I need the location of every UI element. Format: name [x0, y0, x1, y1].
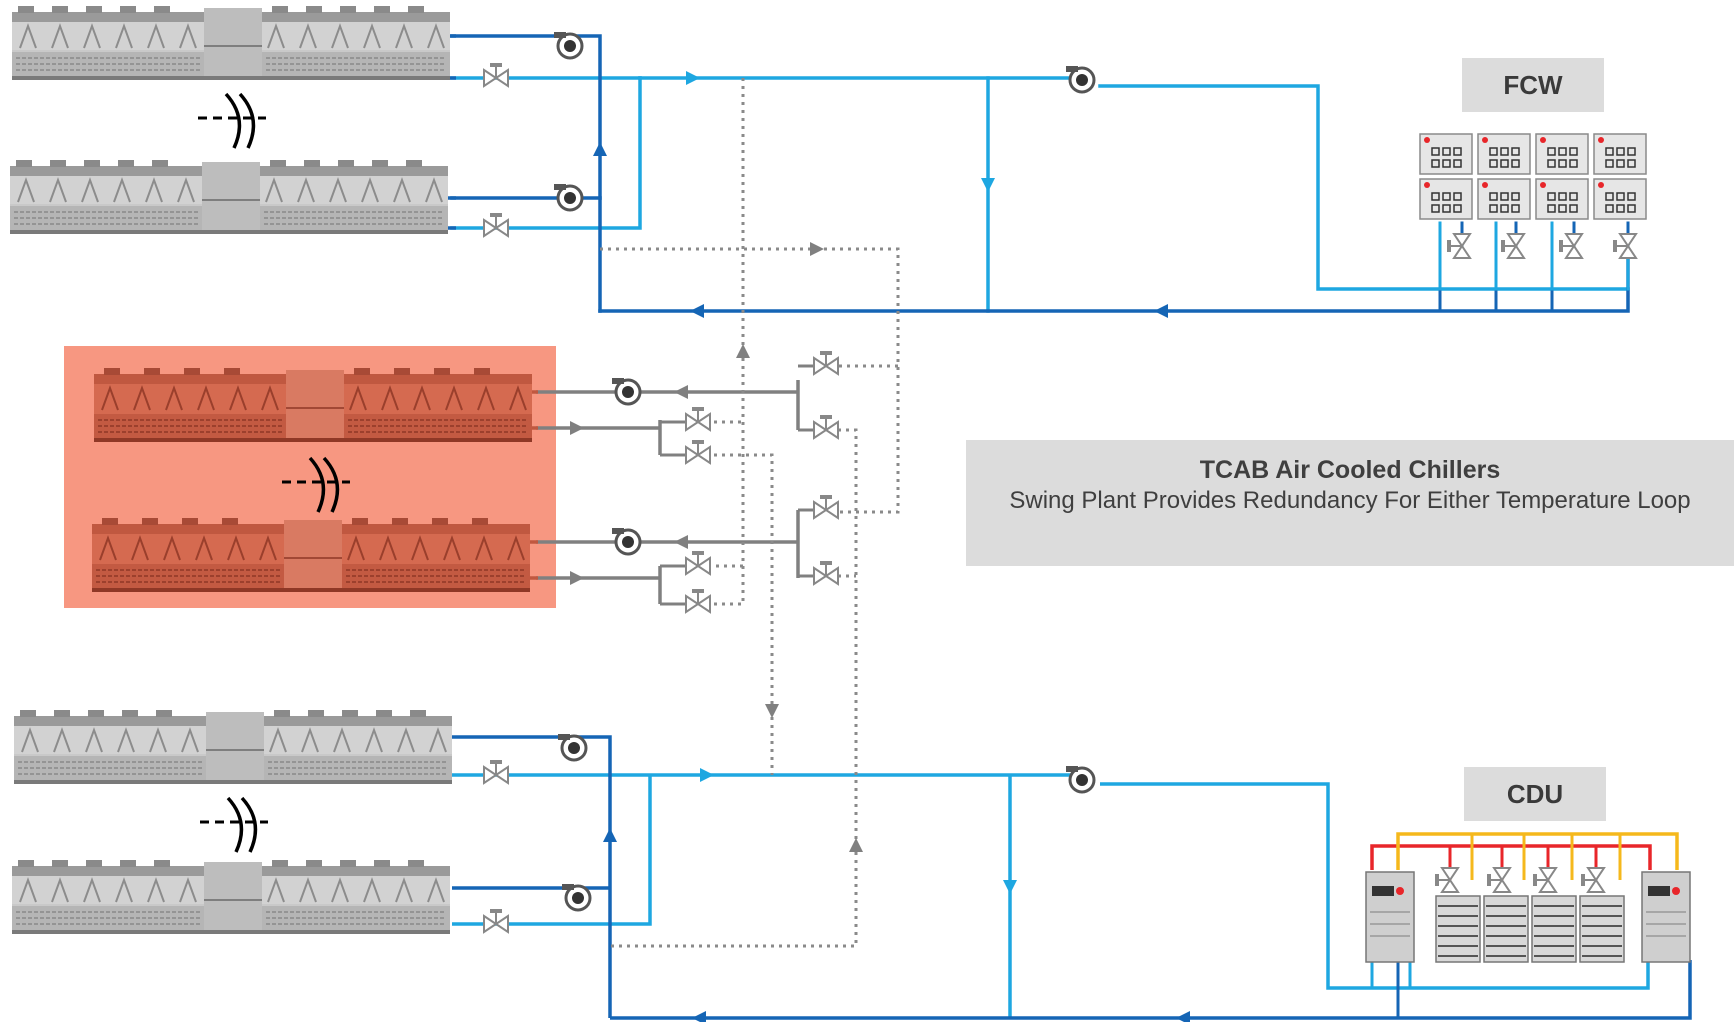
cdu-rack-icon	[1579, 895, 1625, 963]
valve-icon	[483, 62, 509, 87]
fcw-loop-piping	[450, 34, 1630, 313]
valve-icon	[1446, 233, 1471, 259]
valve-icon	[1500, 233, 1525, 259]
valve-icon	[1532, 867, 1557, 893]
flow-arrow	[765, 704, 779, 718]
flow-arrow	[603, 828, 617, 842]
pump-icon	[552, 30, 584, 60]
info-subtitle: Swing Plant Provides Redundancy For Eith…	[1009, 487, 1691, 514]
cdu-label: CDU	[1464, 767, 1606, 821]
valve-icon	[483, 908, 509, 933]
valve-icon	[1434, 867, 1459, 893]
valve-icon	[813, 350, 839, 375]
chiller-fcw-1	[11, 5, 451, 81]
valve-icon	[1580, 867, 1605, 893]
chiller-swing-2	[91, 517, 531, 593]
cdu-rack-icon	[1531, 895, 1577, 963]
valve-icon	[685, 406, 711, 431]
pump-icon	[560, 882, 592, 912]
flow-arrow	[700, 768, 714, 782]
cdu-rack-icon	[1435, 895, 1481, 963]
flow-arrow	[674, 535, 688, 549]
flow-arrow	[686, 71, 700, 85]
pump-icon	[1064, 764, 1096, 794]
valve-icon	[685, 439, 711, 464]
flow-arrow	[1154, 304, 1168, 318]
valve-icon	[1558, 233, 1583, 259]
cdu-cabinet-icon	[1641, 871, 1691, 963]
flow-arrow	[1003, 880, 1017, 894]
cdu-loop-piping	[452, 735, 1692, 1020]
fcw-unit-icon	[1535, 133, 1589, 175]
pump-icon	[610, 526, 642, 556]
pump-icon	[556, 732, 588, 762]
break-symbol-cdu	[200, 796, 268, 853]
info-title: TCAB Air Cooled Chillers	[1199, 456, 1501, 484]
valve-icon	[483, 759, 509, 784]
flow-arrow	[570, 571, 584, 585]
valve-icon	[1486, 867, 1511, 893]
chiller-fcw-2	[9, 159, 449, 235]
fcw-unit-icon	[1477, 178, 1531, 220]
flow-arrow	[981, 178, 995, 192]
chiller-swing-1	[93, 367, 533, 443]
flow-arrow	[736, 344, 750, 358]
flow-arrow	[1176, 1011, 1190, 1022]
valve-icon	[483, 212, 509, 237]
flow-arrow	[593, 142, 607, 156]
valve-icon	[1612, 233, 1637, 259]
valve-icon	[813, 494, 839, 519]
cdu-cabinet-icon	[1365, 871, 1415, 963]
fcw-unit-icon	[1419, 178, 1473, 220]
fcw-unit-icon	[1535, 178, 1589, 220]
flow-arrow	[692, 1011, 706, 1022]
fcw-unit-icon	[1593, 133, 1647, 175]
pump-icon	[1064, 64, 1096, 94]
info-panel: TCAB Air Cooled Chillers Swing Plant Pro…	[966, 440, 1734, 566]
valve-icon	[685, 550, 711, 575]
break-symbol-swing	[282, 456, 350, 513]
flow-arrow	[690, 304, 704, 318]
break-symbol-fcw	[198, 92, 266, 149]
swing-plant-piping	[536, 78, 900, 948]
valve-icon	[813, 560, 839, 585]
fcw-unit-icon	[1477, 133, 1531, 175]
chiller-cdu-2	[11, 859, 451, 935]
cdu-rack-icon	[1483, 895, 1529, 963]
flow-arrow	[810, 242, 824, 256]
fcw-unit-icon	[1593, 178, 1647, 220]
valve-icon	[813, 414, 839, 439]
fcw-label: FCW	[1462, 58, 1604, 112]
pump-icon	[610, 376, 642, 406]
flow-arrow	[570, 421, 584, 435]
valve-icon	[685, 588, 711, 613]
fcw-unit-icon	[1419, 133, 1473, 175]
pump-icon	[552, 182, 584, 212]
flow-arrow	[849, 838, 863, 852]
chiller-cdu-1	[13, 709, 453, 785]
flow-arrow	[674, 385, 688, 399]
